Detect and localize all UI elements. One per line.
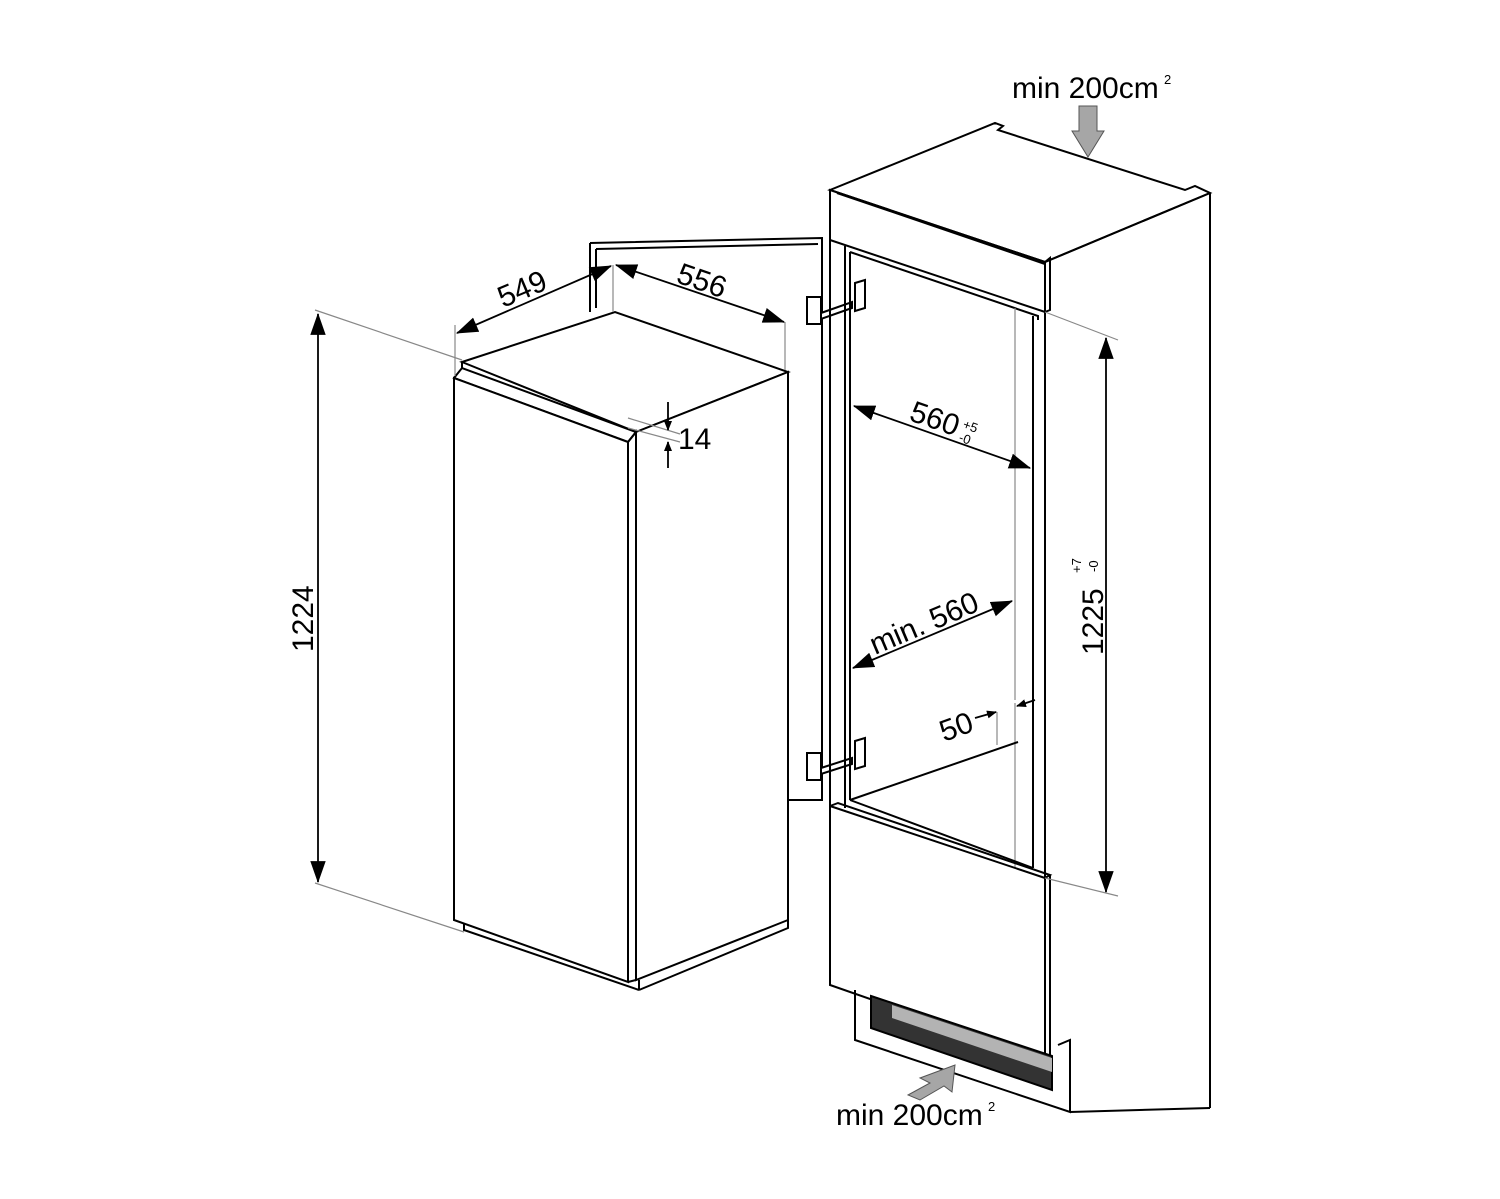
dimension-line-niche-depth — [851, 600, 1014, 669]
label-top-ventilation: min 200cm — [1012, 72, 1159, 105]
bottom-vent-grille — [870, 994, 1053, 1092]
svg-text:+5: +5 — [961, 417, 980, 436]
svg-text:2: 2 — [1164, 72, 1171, 87]
svg-text:2: 2 — [988, 1099, 995, 1114]
appliance: 1224 549 556 14 — [287, 236, 823, 991]
hinge-top — [806, 278, 866, 325]
label-appliance-width: 556 — [673, 257, 731, 305]
svg-text:+7: +7 — [1069, 558, 1084, 573]
label-door-offset: 14 — [678, 423, 711, 456]
label-niche-depth: min. 560 — [865, 586, 984, 661]
dimension-line-depth-549 — [455, 265, 613, 334]
svg-text:-0: -0 — [957, 430, 973, 448]
dimension-line-width-556 — [614, 264, 786, 323]
hinge-bottom — [806, 736, 866, 781]
label-appliance-depth: 549 — [493, 265, 552, 315]
bottom-ventilation: min 200cm 2 — [836, 1064, 995, 1132]
dimension-line-niche-width — [852, 405, 1032, 469]
label-niche-height: 1225 — [1077, 588, 1110, 655]
label-back-gap: 50 — [935, 706, 978, 748]
niche-cabinet: 1225 +7 -0 560 +5 -0 min. 560 50 — [827, 121, 1213, 1114]
svg-text:-0: -0 — [1086, 560, 1101, 572]
diagonal-arrow-icon — [906, 1064, 956, 1101]
label-appliance-height: 1224 — [287, 585, 320, 652]
top-ventilation: min 200cm 2 — [1012, 72, 1171, 158]
label-niche-width: 560 — [906, 395, 964, 443]
appliance-side — [635, 370, 789, 982]
down-arrow-icon — [1071, 105, 1105, 158]
label-bottom-ventilation: min 200cm — [836, 1099, 983, 1132]
